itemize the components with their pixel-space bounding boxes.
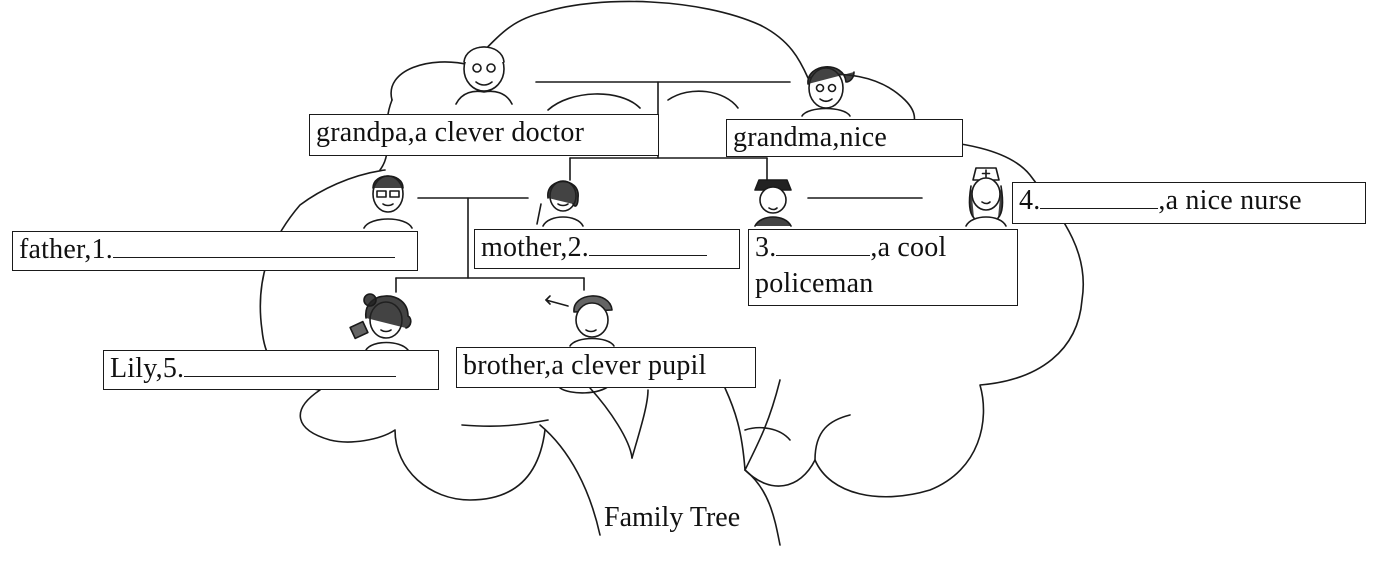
aunt-label: 4. ,a nice nurse bbox=[1012, 182, 1366, 224]
mother-prefix: mother,2. bbox=[481, 232, 589, 263]
boy-icon bbox=[545, 295, 615, 347]
aunt-suffix: ,a nice nurse bbox=[1158, 185, 1302, 216]
mother-label: mother,2. bbox=[474, 229, 740, 269]
blank-2[interactable] bbox=[589, 233, 707, 256]
lily-label: Lily,5. bbox=[103, 350, 439, 390]
girl-icon bbox=[349, 293, 412, 351]
grandma-text: grandma,nice bbox=[733, 122, 887, 153]
father-label: father,1. bbox=[12, 231, 418, 271]
grandma-label: grandma,nice bbox=[726, 119, 963, 157]
mother-icon bbox=[536, 180, 584, 227]
brother-text: brother,a clever pupil bbox=[463, 350, 707, 381]
brother-label: brother,a clever pupil bbox=[456, 347, 756, 388]
grandma-icon bbox=[801, 66, 855, 117]
grandpa-text: grandpa,a clever doctor bbox=[316, 117, 585, 148]
blank-5[interactable] bbox=[184, 354, 397, 377]
blank-1[interactable] bbox=[112, 235, 395, 258]
uncle-label: 3. ,a cool policeman bbox=[748, 229, 1018, 306]
uncle-suffix: ,a cool bbox=[870, 232, 947, 263]
blank-3[interactable] bbox=[776, 233, 871, 256]
blank-4[interactable] bbox=[1040, 186, 1159, 209]
father-icon bbox=[363, 175, 413, 229]
uncle-line2: policeman bbox=[755, 268, 874, 299]
uncle-prefix: 3. bbox=[755, 232, 777, 263]
grandpa-icon bbox=[455, 46, 513, 105]
aunt-prefix: 4. bbox=[1019, 185, 1041, 216]
diagram-caption: Family Tree bbox=[604, 502, 741, 533]
tree-trunk bbox=[539, 424, 601, 536]
nurse-icon bbox=[965, 167, 1007, 227]
father-prefix: father,1. bbox=[19, 234, 113, 265]
tree-crown-left bbox=[259, 169, 546, 501]
lily-prefix: Lily,5. bbox=[110, 353, 185, 384]
policeman-icon bbox=[754, 179, 792, 227]
grandpa-label: grandpa,a clever doctor bbox=[309, 114, 659, 156]
